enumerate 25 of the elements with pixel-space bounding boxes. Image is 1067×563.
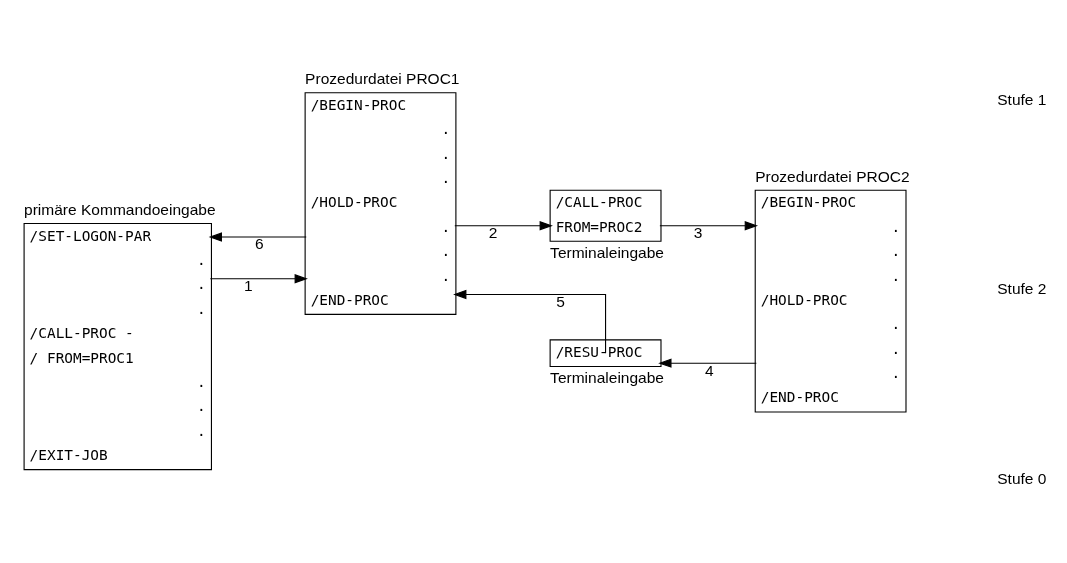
label: Stufe 0 [997,469,1047,487]
node-label: Terminaleingabe [550,368,664,386]
edge-label: 1 [243,276,253,294]
node-label: Prozedurdatei PROC1 [305,69,460,87]
node-box: /SET-LOGON-PAR . . . /CALL-PROC - / FROM=PROC1 . . . /EXIT-JOB [23,222,212,470]
node-box: /BEGIN-PROC . . . /HOLD-PROC . . . /END-PROC [754,189,907,413]
node-label: Terminaleingabe [550,243,664,261]
arrow [658,358,757,368]
edge-label: 2 [488,223,498,241]
edge-label: 3 [693,223,703,241]
label: Stufe 1 [997,90,1047,108]
arrow [453,289,607,354]
edge-label: 5 [556,292,565,310]
arrow [209,273,308,283]
edge-label: 6 [255,234,264,252]
node-label: primäre Kommandoeingabe [24,200,216,218]
label: Stufe 2 [997,279,1047,297]
arrow [454,220,553,230]
node-box: /CALL-PROC FROM=PROC2 [549,189,662,242]
node-box: /BEGIN-PROC . . . /HOLD-PROC . . . /END-PROC [304,91,457,315]
node-box: /RESU-PROC [549,338,662,367]
node-label: Prozedurdatei PROC2 [755,167,910,185]
edge-label: 4 [704,361,714,379]
arrow [659,220,758,230]
arrow [208,231,307,242]
